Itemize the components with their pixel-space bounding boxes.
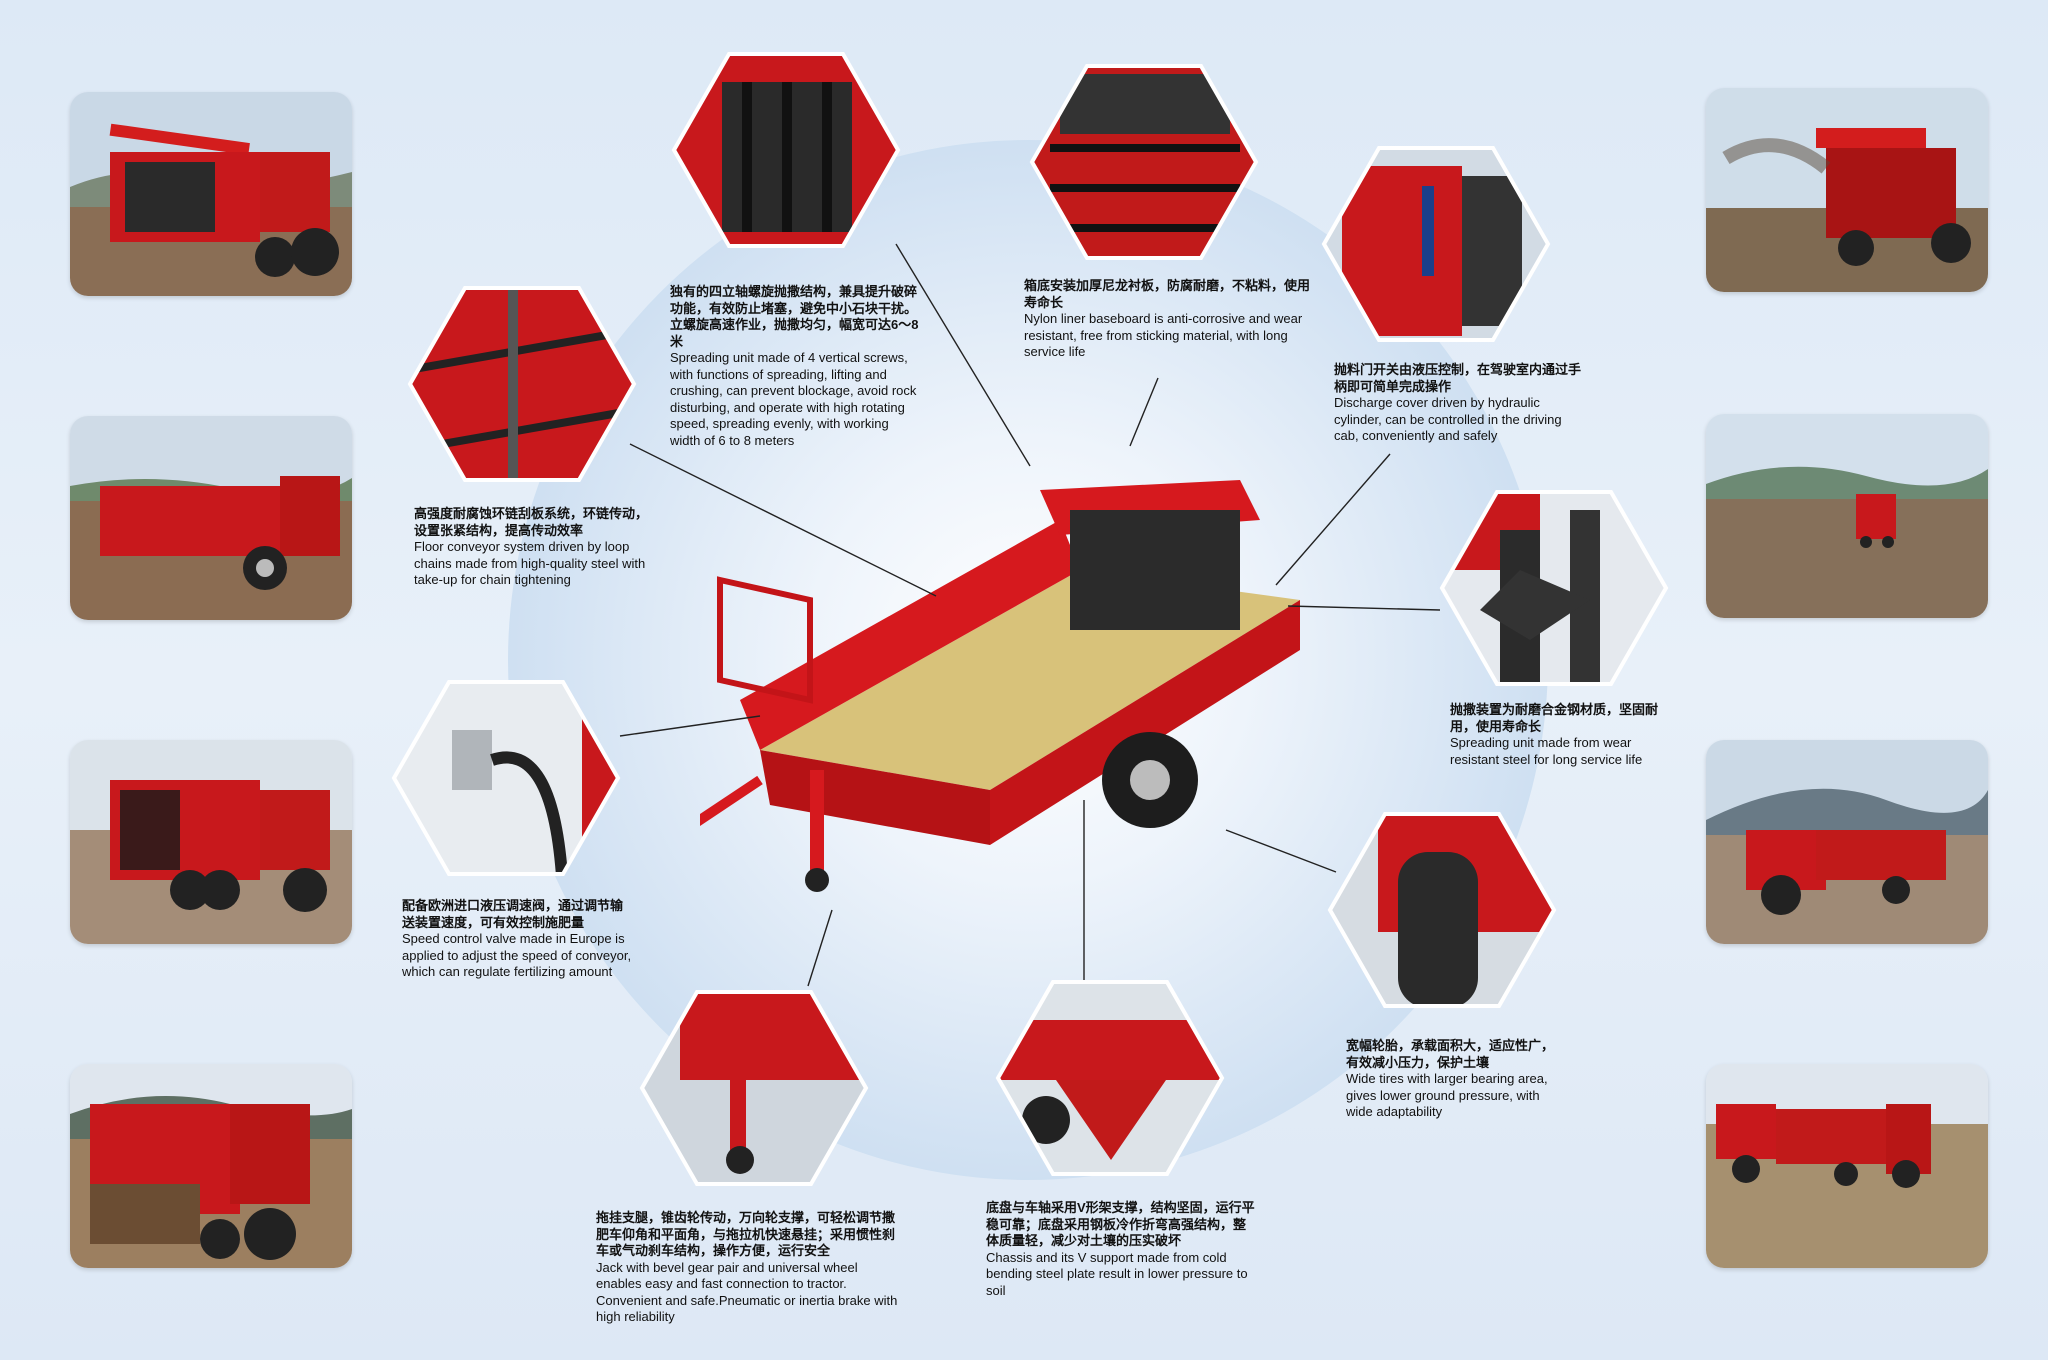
caption-screws: 独有的四立轴螺旋抛撒结构，兼具提升破碎功能，有效防止堵塞，避免中小石块干扰。立螺… bbox=[670, 284, 920, 449]
caption-tires-en: Wide tires with larger bearing area, giv… bbox=[1346, 1071, 1548, 1119]
caption-chassis-zh: 底盘与车轴采用V形架支撑，结构坚固，运行平稳可靠；底盘采用钢板冷作折弯高强结构，… bbox=[986, 1200, 1255, 1248]
hex-liner bbox=[1029, 64, 1259, 260]
hex-tires bbox=[1327, 812, 1557, 1008]
hex-chassis bbox=[995, 980, 1225, 1176]
caption-wear: 抛撒装置为耐磨合金钢材质，坚固耐用，使用寿命长 Spreading unit m… bbox=[1450, 702, 1680, 768]
photo-left-1 bbox=[70, 92, 352, 296]
caption-jack-zh: 拖挂支腿，锥齿轮传动，万向轮支撑，可轻松调节撒肥车仰角和平面角，与拖拉机快速悬挂… bbox=[596, 1210, 896, 1258]
caption-wear-en: Spreading unit made from wear resistant … bbox=[1450, 735, 1643, 767]
caption-liner-en: Nylon liner baseboard is anti-corrosive … bbox=[1024, 311, 1303, 359]
caption-wear-zh: 抛撒装置为耐磨合金钢材质，坚固耐用，使用寿命长 bbox=[1450, 702, 1659, 734]
hex-conveyor bbox=[407, 286, 637, 482]
caption-liner-zh: 箱底安装加厚尼龙衬板，防腐耐磨，不粘料，使用寿命长 bbox=[1024, 278, 1311, 310]
caption-valve-en: Speed control valve made in Europe is ap… bbox=[402, 931, 632, 979]
photo-left-2 bbox=[70, 416, 352, 620]
hex-jack bbox=[639, 990, 869, 1186]
caption-cover-zh: 抛料门开关由液压控制，在驾驶室内通过手柄即可简单完成操作 bbox=[1334, 362, 1582, 394]
photo-left-4 bbox=[70, 1064, 352, 1268]
caption-screws-zh: 独有的四立轴螺旋抛撒结构，兼具提升破碎功能，有效防止堵塞，避免中小石块干扰。立螺… bbox=[670, 284, 919, 349]
photo-left-3 bbox=[70, 740, 352, 944]
hex-cover bbox=[1321, 146, 1551, 342]
caption-tires-zh: 宽幅轮胎，承载面积大，适应性广，有效减小压力，保护土壤 bbox=[1346, 1038, 1555, 1070]
caption-liner: 箱底安装加厚尼龙衬板，防腐耐磨，不粘料，使用寿命长 Nylon liner ba… bbox=[1024, 278, 1314, 361]
photo-right-2 bbox=[1706, 414, 1988, 618]
caption-screws-en: Spreading unit made of 4 vertical screws… bbox=[670, 350, 917, 448]
caption-conveyor: 高强度耐腐蚀环链刮板系统，环链传动，设置张紧结构，提高传动效率 Floor co… bbox=[414, 506, 654, 589]
caption-chassis-en: Chassis and its V support made from cold… bbox=[986, 1249, 1248, 1298]
spreader-illustration bbox=[700, 480, 1300, 892]
caption-chassis: 底盘与车轴采用V形架支撑，结构坚固，运行平稳可靠；底盘采用钢板冷作折弯高强结构，… bbox=[986, 1200, 1256, 1299]
caption-conveyor-en: Floor conveyor system driven by loop cha… bbox=[414, 539, 646, 587]
hex-wear bbox=[1439, 490, 1669, 686]
photo-right-4 bbox=[1706, 1064, 1988, 1268]
photo-right-3 bbox=[1706, 740, 1988, 944]
caption-cover-en: Discharge cover driven by hydraulic cyli… bbox=[1334, 395, 1562, 443]
caption-cover: 抛料门开关由液压控制，在驾驶室内通过手柄即可简单完成操作 Discharge c… bbox=[1334, 362, 1584, 445]
caption-jack: 拖挂支腿，锥齿轮传动，万向轮支撑，可轻松调节撒肥车仰角和平面角，与拖拉机快速悬挂… bbox=[596, 1210, 906, 1326]
caption-tires: 宽幅轮胎，承载面积大，适应性广，有效减小压力，保护土壤 Wide tires w… bbox=[1346, 1038, 1556, 1121]
hex-screws bbox=[671, 52, 901, 248]
caption-valve: 配备欧洲进口液压调速阀，通过调节输送装置速度，可有效控制施肥量 Speed co… bbox=[402, 898, 632, 981]
caption-jack-en: Jack with bevel gear pair and universal … bbox=[596, 1259, 898, 1325]
caption-conveyor-zh: 高强度耐腐蚀环链刮板系统，环链传动，设置张紧结构，提高传动效率 bbox=[414, 506, 649, 538]
photo-right-1 bbox=[1706, 88, 1988, 292]
caption-valve-zh: 配备欧洲进口液压调速阀，通过调节输送装置速度，可有效控制施肥量 bbox=[402, 898, 624, 930]
hex-valve bbox=[391, 680, 621, 876]
